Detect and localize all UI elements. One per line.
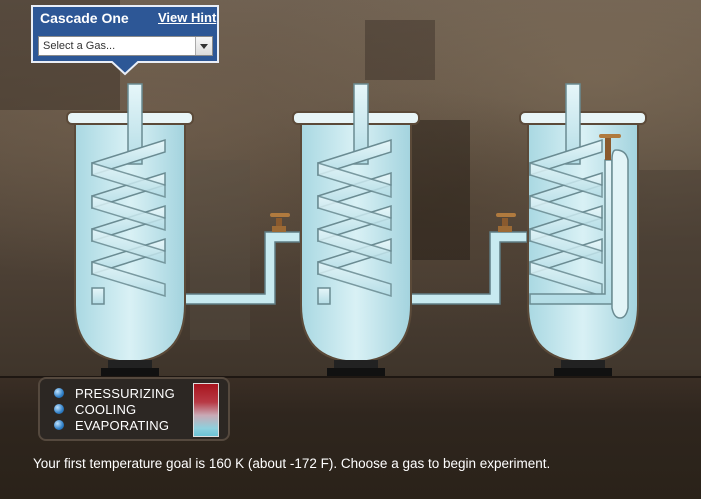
panel-title: Cascade One xyxy=(40,10,129,26)
valve-icon[interactable] xyxy=(599,134,621,160)
gas-selector-panel: Cascade One View Hint Select a Gas... xyxy=(30,4,220,76)
process-status-panel: PRESSURIZING COOLING EVAPORATING xyxy=(38,377,230,441)
apparatus xyxy=(66,83,647,376)
status-label: EVAPORATING xyxy=(75,417,170,433)
tank-3 xyxy=(519,83,647,376)
gas-select-value: Select a Gas... xyxy=(43,40,116,52)
status-pressurizing: PRESSURIZING xyxy=(54,385,175,401)
instruction-message: Your first temperature goal is 160 K (ab… xyxy=(33,456,551,471)
valve-icon[interactable] xyxy=(270,213,290,232)
status-label: COOLING xyxy=(75,401,137,417)
thermometer-icon xyxy=(193,383,219,437)
tank-1 xyxy=(66,83,194,376)
status-cooling: COOLING xyxy=(54,401,136,417)
tank-2 xyxy=(292,83,420,376)
status-dot-icon xyxy=(54,420,64,430)
chevron-down-icon[interactable] xyxy=(195,37,212,55)
status-dot-icon xyxy=(54,404,64,414)
view-hint-link[interactable]: View Hint xyxy=(158,10,217,25)
valve-icon[interactable] xyxy=(496,213,516,232)
status-dot-icon xyxy=(54,388,64,398)
gas-select[interactable]: Select a Gas... xyxy=(38,36,213,56)
status-label: PRESSURIZING xyxy=(75,385,175,401)
status-evaporating: EVAPORATING xyxy=(54,417,169,433)
